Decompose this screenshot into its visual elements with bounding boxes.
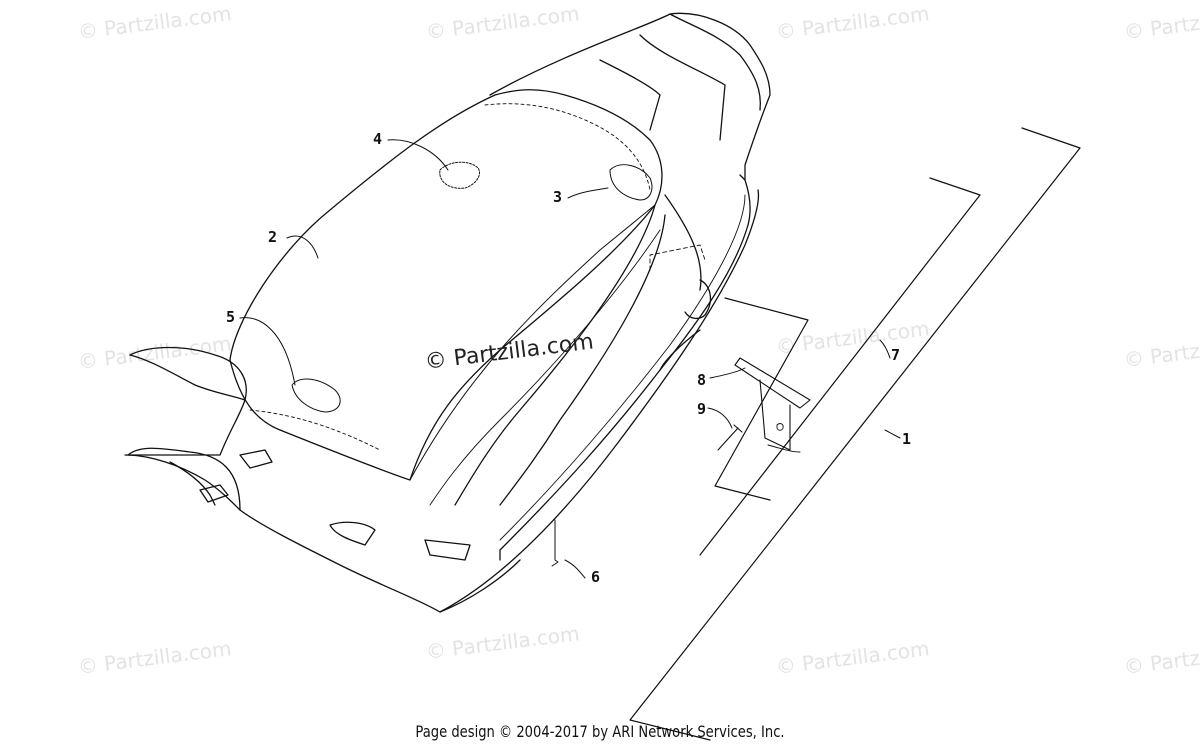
bracket-foot (767, 444, 801, 453)
pin (717, 424, 743, 451)
seat-cover-stitch (484, 103, 651, 191)
callout-2: 2 (268, 228, 278, 246)
group-line-1-outer (629, 127, 1081, 741)
callout-4: 4 (373, 130, 383, 148)
callout-3: 3 (553, 188, 563, 206)
seat-base (127, 189, 760, 613)
seat-dashed-insert (649, 244, 706, 271)
seat-base-slot (659, 329, 701, 371)
seat-tail-ridge-2 (639, 34, 726, 141)
seat-cover-stitch (249, 409, 381, 451)
leader-7 (879, 339, 891, 359)
seat-base-clip-2 (239, 449, 273, 469)
seat-tail-top (669, 13, 761, 111)
seat-base-slot-2 (684, 279, 712, 320)
seat-base-clip (199, 484, 229, 503)
seat-base-lower-left (124, 454, 241, 511)
seat-base-flap-left (129, 354, 246, 401)
patch-4 (439, 161, 480, 189)
bracket-plate (734, 357, 811, 409)
callout-6: 6 (591, 568, 601, 586)
patch-5 (291, 378, 341, 413)
seat-base-edge (169, 461, 216, 506)
leader-5 (239, 317, 296, 386)
group-line-7 (714, 297, 809, 501)
seat-tail-ridge (599, 59, 661, 131)
leader-3 (567, 187, 609, 199)
seat-base-cutout (329, 521, 376, 546)
callout-5: 5 (226, 308, 236, 326)
seat-base-bottom (439, 559, 521, 613)
page-footer: Page design © 2004-2017 by ARI Network S… (415, 722, 785, 741)
callout-1: 1 (902, 430, 912, 448)
seat-pleat (664, 194, 702, 291)
leader-1 (884, 429, 901, 439)
leader-8 (709, 367, 746, 379)
callout-7: 7 (891, 346, 901, 364)
leader-9 (707, 407, 733, 429)
seat-tail (489, 12, 771, 181)
seat-base-cutout-2 (424, 539, 471, 561)
seat-pleat (499, 214, 666, 506)
seat-base-right (499, 174, 751, 561)
leader-4 (387, 139, 449, 171)
seat-pleat (409, 204, 656, 481)
seat-base-right-2 (499, 194, 746, 541)
seat-pleat (429, 229, 661, 506)
seat-cover-outline (229, 89, 663, 481)
group-line-1-inner (699, 177, 981, 556)
leader-2 (286, 235, 319, 259)
callout-9: 9 (697, 400, 707, 418)
bracket-hole (776, 423, 784, 431)
leader-6 (551, 519, 586, 579)
bracket-arm (759, 379, 791, 451)
seat-pleat (454, 204, 656, 506)
patch-3 (609, 164, 653, 201)
callout-8: 8 (697, 371, 707, 389)
